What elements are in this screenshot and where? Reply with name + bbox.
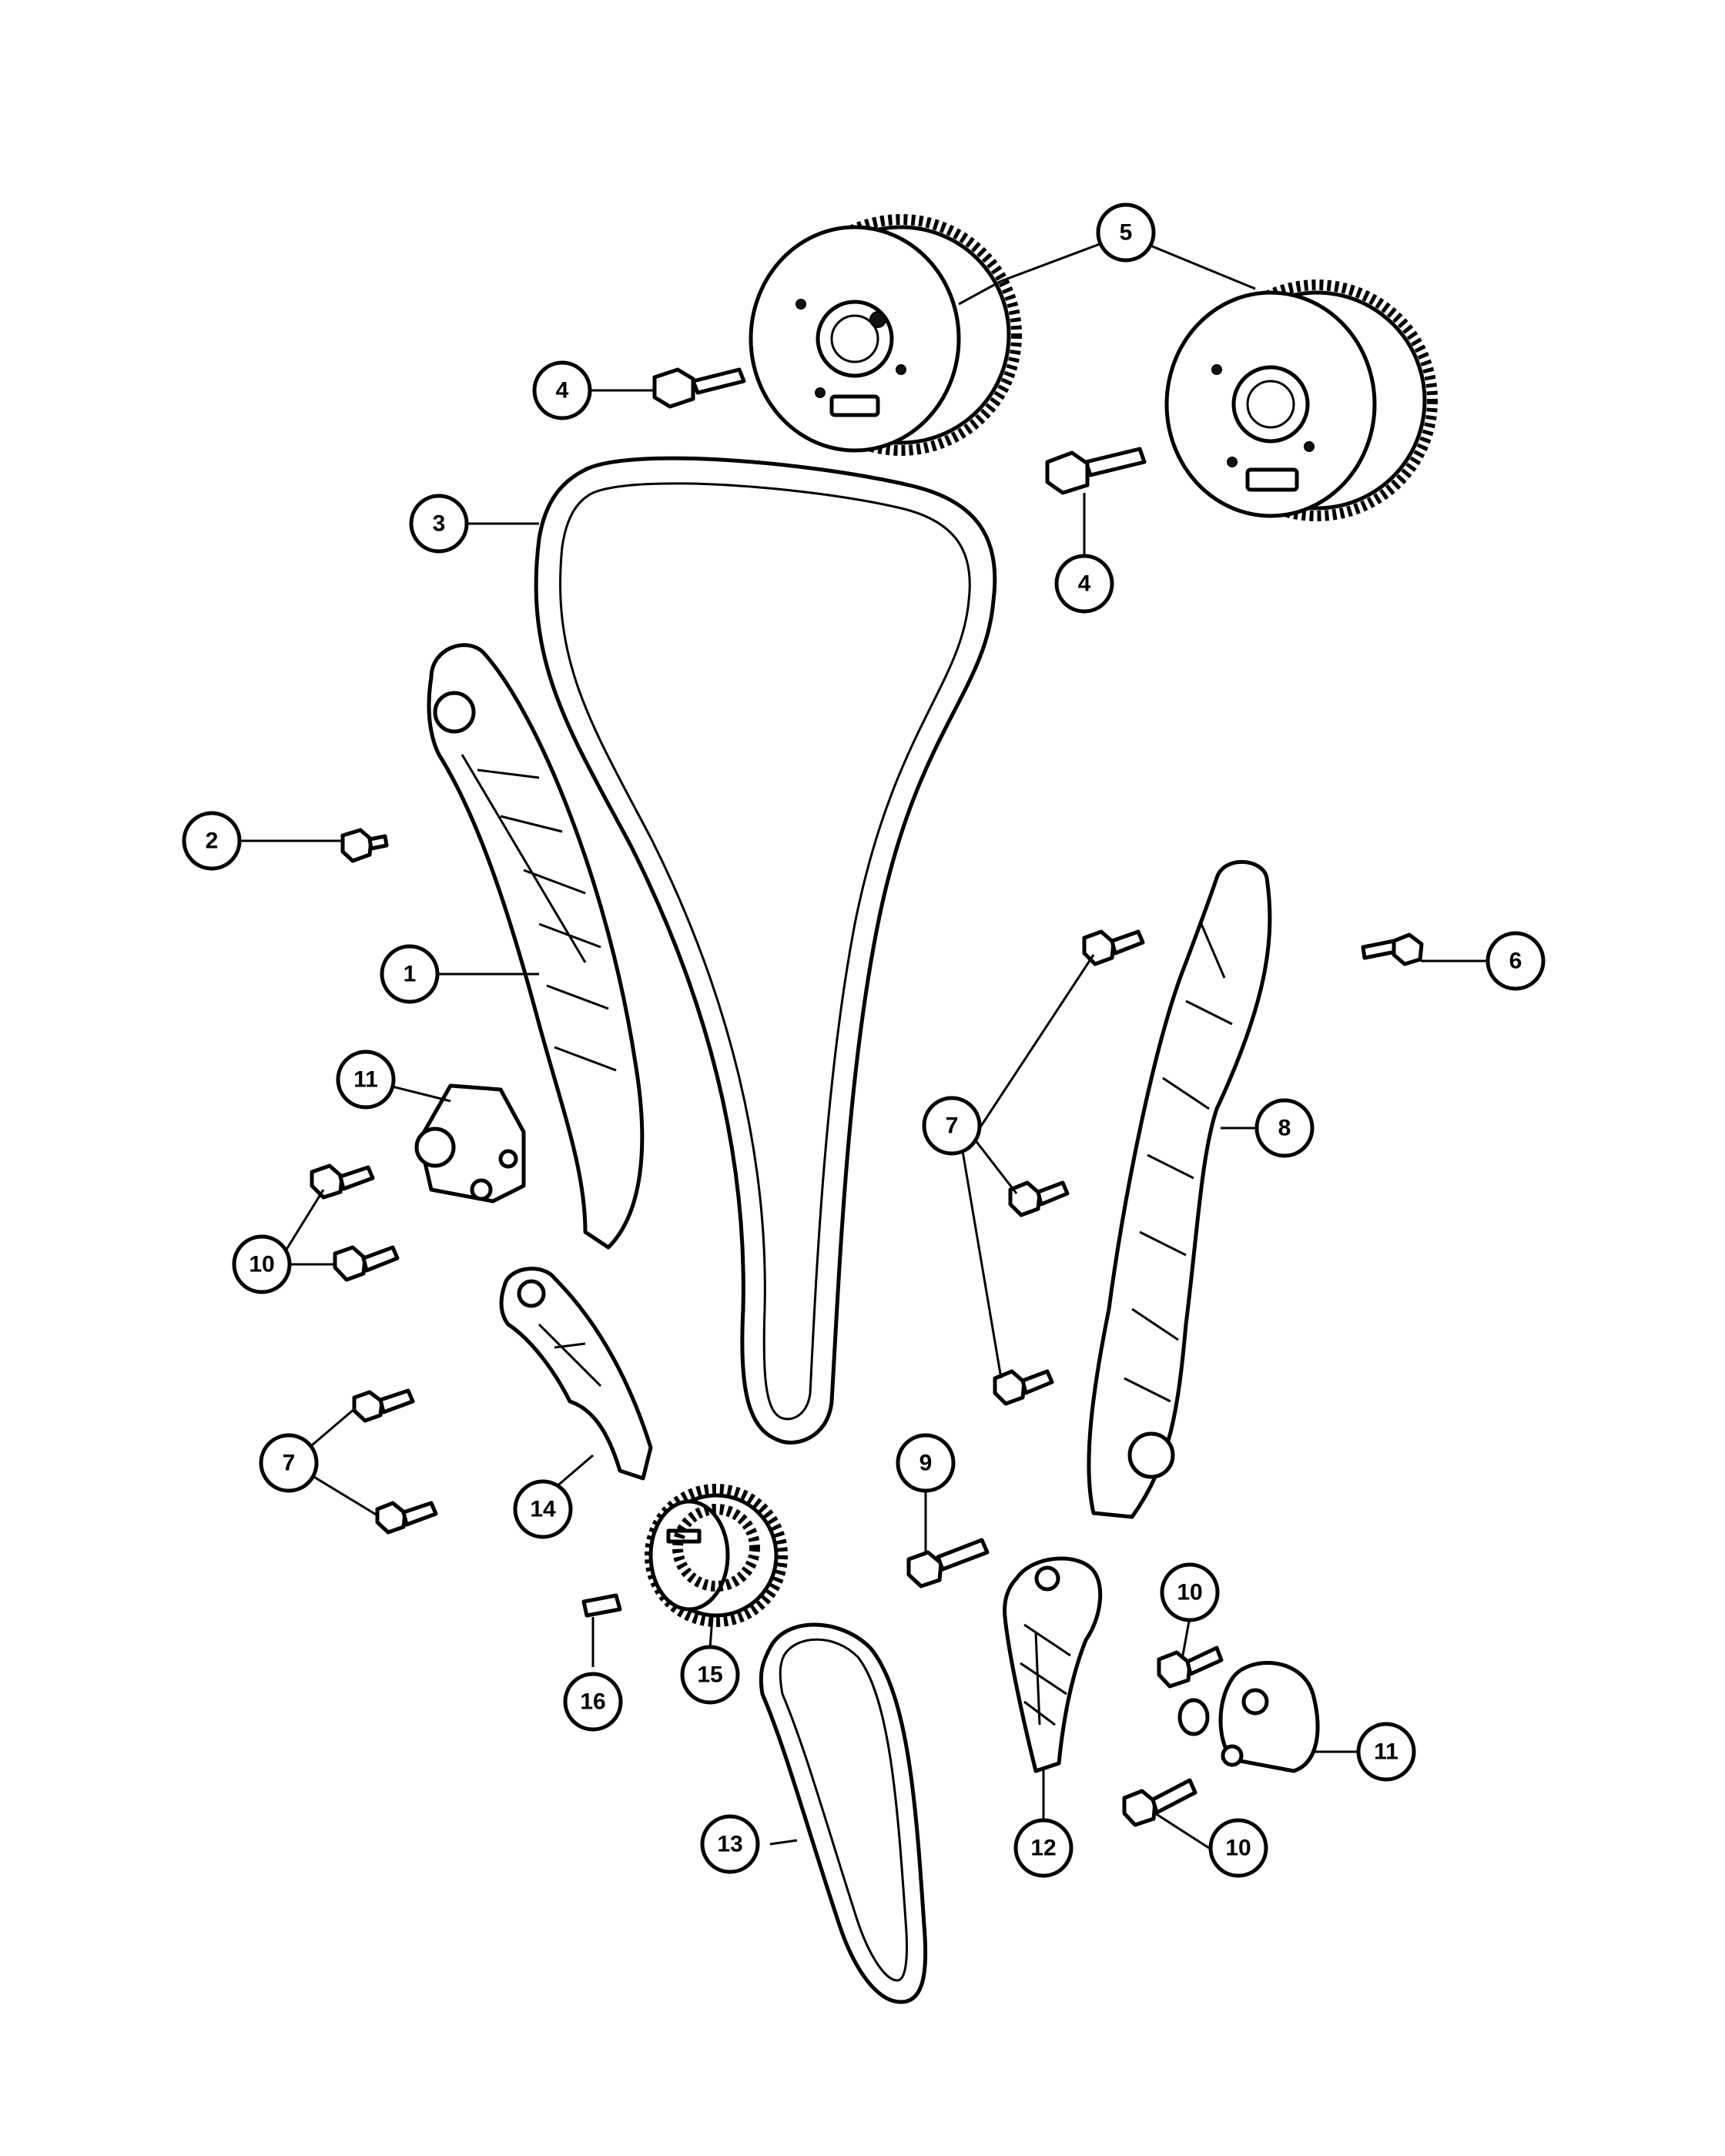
oil-pump-guide [1003, 1556, 1103, 1773]
callout-7-right: 7 [922, 1096, 982, 1156]
callout-label: 3 [433, 511, 446, 537]
callout-12: 12 [1013, 1818, 1074, 1878]
callout-8: 8 [1254, 1098, 1315, 1158]
guide-bolt-right-upper [1082, 929, 1145, 966]
callout-label: 10 [1177, 1580, 1202, 1605]
guide-bolt-left-lower [375, 1501, 438, 1535]
tensioner-bolt-left-lower [333, 1245, 400, 1282]
callout-label: 1 [404, 962, 417, 987]
callout-label: 9 [919, 1451, 933, 1476]
callout-label: 16 [580, 1689, 605, 1715]
bolt-6 [1361, 932, 1424, 966]
callout-4-lower: 4 [1054, 554, 1114, 614]
timing-chain [534, 456, 997, 1445]
callout-label: 13 [717, 1832, 742, 1857]
callout-label: 7 [283, 1451, 296, 1476]
callout-10-left: 10 [232, 1234, 292, 1294]
callout-label: 15 [697, 1662, 722, 1688]
callout-3: 3 [409, 494, 469, 554]
callout-label: 12 [1030, 1836, 1056, 1861]
callout-11-right: 11 [1356, 1722, 1416, 1782]
lower-guide-left [499, 1267, 653, 1481]
cam-phaser-left [749, 214, 1022, 456]
oil-pump-chain [759, 1622, 928, 2004]
callout-label: 4 [556, 378, 569, 403]
callout-15: 15 [680, 1645, 740, 1705]
callout-label: 6 [1509, 949, 1522, 974]
callout-label: 10 [249, 1252, 274, 1277]
callout-14: 14 [513, 1479, 573, 1539]
tensioner-left [414, 1083, 526, 1204]
tensioner-bolt-right-lower [1122, 1778, 1197, 1827]
callout-label: 11 [1374, 1739, 1398, 1765]
cam-phaser-right [1164, 280, 1438, 521]
callout-16: 16 [563, 1672, 623, 1732]
chain-guide-right [1087, 859, 1272, 1519]
callout-label: 10 [1225, 1836, 1251, 1861]
callout-6: 6 [1486, 931, 1546, 991]
callout-2: 2 [182, 811, 242, 871]
callout-label: 8 [1278, 1116, 1291, 1141]
crank-sprocket [645, 1484, 788, 1627]
callout-10-right-lower: 10 [1208, 1818, 1268, 1878]
callout-13: 13 [700, 1814, 760, 1874]
callout-4-upper: 4 [532, 360, 592, 420]
stud-bolt-9 [906, 1538, 990, 1589]
callout-label: 5 [1120, 220, 1133, 246]
phaser-bolt-lower [1045, 447, 1147, 495]
callout-10-right-upper: 10 [1160, 1562, 1220, 1622]
callout-5: 5 [1096, 203, 1156, 263]
callout-11-left: 11 [336, 1050, 396, 1110]
callout-label: 11 [353, 1067, 378, 1093]
callout-label: 14 [530, 1497, 556, 1522]
guide-bolt-right-lower [993, 1369, 1054, 1406]
callout-7-left: 7 [259, 1433, 319, 1493]
woodruff-key [581, 1593, 622, 1618]
chain-guide-left [427, 643, 645, 1250]
bolt-2 [340, 828, 389, 863]
callout-label: 4 [1078, 571, 1091, 597]
tensioner-bolt-left-upper [310, 1163, 375, 1200]
phaser-bolt-upper [652, 367, 746, 409]
tensioner-bolt-right-upper [1157, 1645, 1224, 1689]
guide-bolt-left-upper [352, 1388, 415, 1423]
callout-9: 9 [896, 1433, 956, 1493]
guide-bolt-right-middle [1008, 1180, 1070, 1217]
tensioner-right [1177, 1661, 1320, 1773]
callout-label: 7 [946, 1113, 959, 1139]
callout-label: 2 [206, 829, 219, 854]
callout-1: 1 [380, 944, 440, 1004]
